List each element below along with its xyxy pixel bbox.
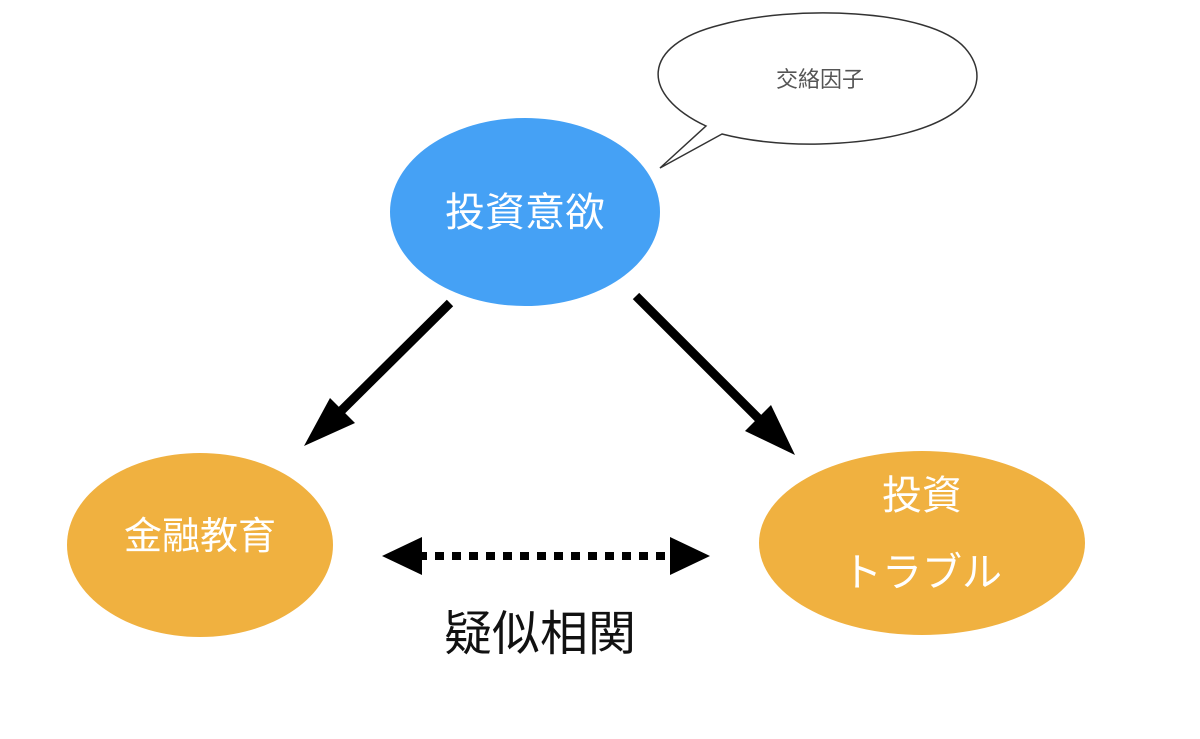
confounder-label: 交絡因子 (776, 68, 864, 93)
node-financial-education: 金融教育 (67, 453, 333, 637)
node-investment-trouble-shape (759, 451, 1085, 635)
arrow-motivation-to-trouble (632, 292, 795, 455)
node-investment-motivation: 投資意欲 (390, 118, 660, 306)
arrow-motivation-to-education (304, 299, 454, 446)
spurious-correlation-arrow (382, 537, 710, 575)
node-investment-trouble-label-line2: トラブル (842, 550, 1002, 596)
node-investment-motivation-label: 投資意欲 (445, 190, 605, 236)
node-investment-motivation-shape (390, 118, 660, 306)
node-financial-education-shape (67, 453, 333, 637)
node-investment-trouble-label-line1: 投資 (882, 473, 962, 519)
speech-bubble-shape (657, 12, 978, 169)
node-investment-trouble: 投資 トラブル (759, 451, 1085, 635)
confounder-callout: 交絡因子 (657, 12, 978, 169)
node-financial-education-label: 金融教育 (124, 514, 276, 558)
spurious-correlation-label: 疑似相関 (444, 606, 636, 662)
